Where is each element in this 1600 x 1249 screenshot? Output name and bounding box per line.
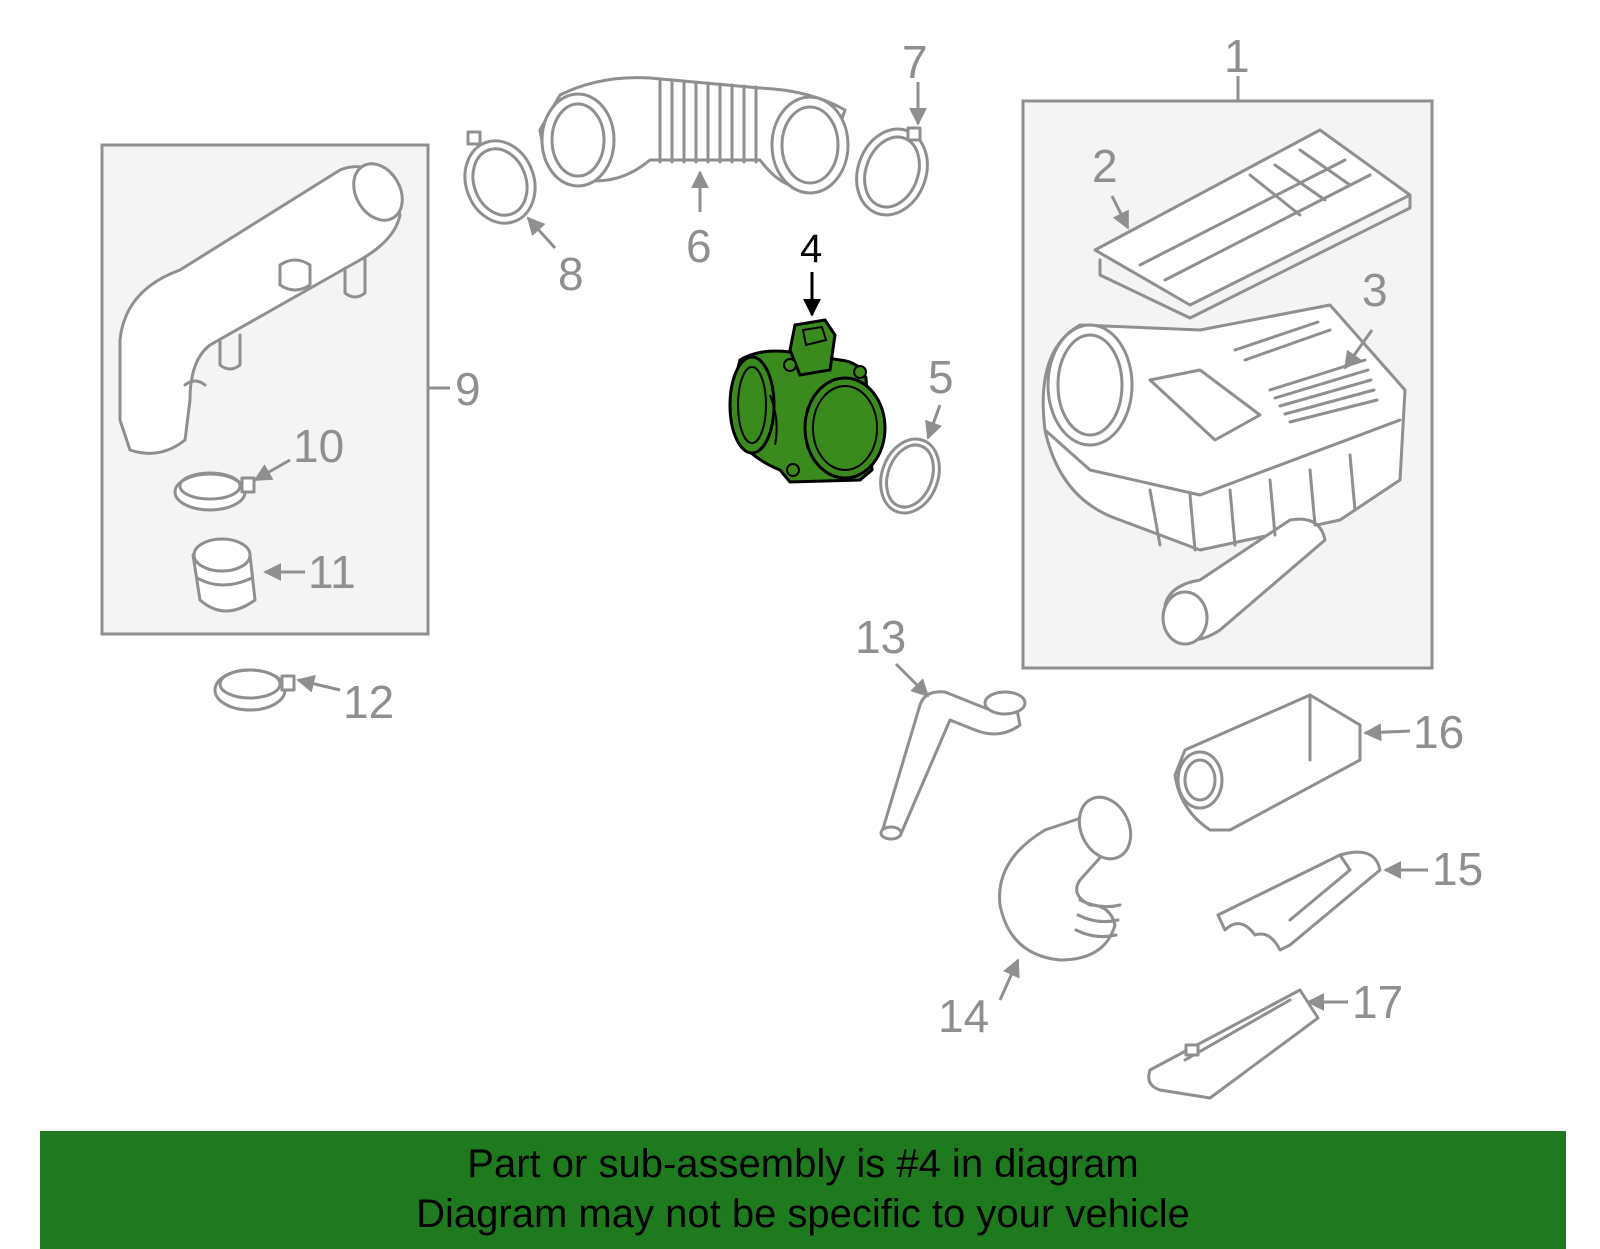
callout-3: 3 [1362, 264, 1388, 316]
callout-4: 4 [800, 227, 822, 271]
info-banner: Part or sub-assembly is #4 in diagram Di… [40, 1131, 1566, 1249]
part-14-intake-hose[interactable] [998, 789, 1141, 962]
callout-8: 8 [558, 248, 584, 300]
part-8-hose-clamp[interactable] [454, 130, 547, 233]
part-10-hose-clamp[interactable] [173, 471, 256, 512]
part-3-air-cleaner-housing[interactable] [1041, 303, 1407, 646]
part-12-hose-clamp[interactable] [213, 668, 296, 712]
callout-17: 17 [1352, 976, 1403, 1028]
part-16-air-intake-duct[interactable] [1173, 693, 1362, 832]
part-17-air-guide[interactable] [1147, 988, 1320, 1100]
banner-line-2: Diagram may not be specific to your vehi… [416, 1192, 1190, 1236]
part-15-air-guide[interactable] [1216, 850, 1382, 952]
part-13-breather-hose[interactable] [879, 690, 1027, 841]
callout-13: 13 [855, 611, 906, 663]
callout-12: 12 [343, 676, 394, 728]
callout-6: 6 [686, 220, 712, 272]
callout-16: 16 [1413, 706, 1464, 758]
callout-2: 2 [1092, 140, 1118, 192]
part-11-hose[interactable] [191, 537, 257, 613]
callout-15: 15 [1432, 843, 1483, 895]
banner-line-1: Part or sub-assembly is #4 in diagram [467, 1142, 1139, 1186]
callout-9: 9 [455, 363, 481, 415]
callout-7: 7 [902, 36, 928, 88]
callout-11: 11 [308, 546, 356, 598]
part-9-intake-pipe-assembly[interactable] [100, 143, 430, 636]
part-7-hose-clamp[interactable] [845, 119, 939, 225]
part-5-seal-ring[interactable] [871, 431, 950, 522]
callout-14: 14 [938, 990, 989, 1042]
callout-1: 1 [1224, 30, 1250, 82]
callout-5: 5 [928, 351, 954, 403]
callout-10: 10 [293, 420, 344, 472]
part-4-mass-air-flow-sensor[interactable] [728, 318, 887, 484]
part-6-air-duct[interactable] [538, 76, 850, 195]
part-2-air-filter-element[interactable] [1093, 128, 1412, 320]
